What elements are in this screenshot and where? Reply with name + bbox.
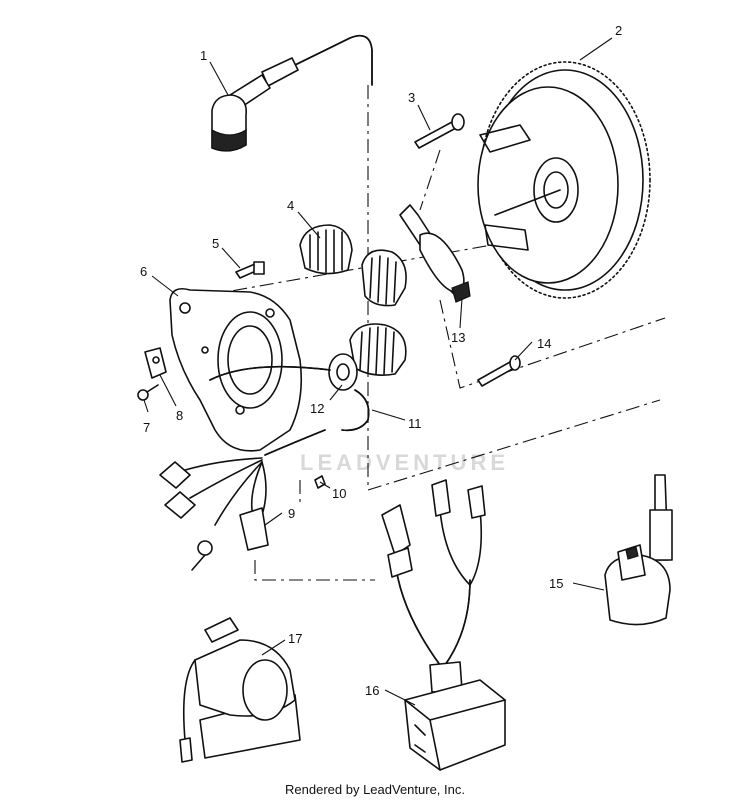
callout-5: 5 [212,236,219,251]
callout-6: 6 [140,264,147,279]
callout-10: 10 [332,486,346,501]
callout-12: 12 [310,401,324,416]
callout-1: 1 [200,48,207,63]
callout-17: 17 [288,631,302,646]
callout-9: 9 [288,506,295,521]
wire-harness [159,429,326,571]
flywheel [477,61,651,299]
grommet [209,353,370,432]
callout-4: 4 [287,198,294,213]
footer-credit: Rendered by LeadVenture, Inc. [285,782,465,797]
starter-solenoid [179,617,301,763]
callout-labels: 1 2 3 4 5 6 7 8 9 10 11 12 13 14 15 16 1… [140,23,622,698]
clamp-8 [144,347,167,379]
callout-16: 16 [365,683,379,698]
stator-plate [169,287,303,452]
callout-8: 8 [176,408,183,423]
callout-14: 14 [537,336,551,351]
ignition-coil [604,474,673,626]
callout-13: 13 [451,330,465,345]
screw-5 [235,261,265,279]
callout-11: 11 [408,416,422,431]
callout-15: 15 [549,576,563,591]
flywheel-bolt [414,113,465,149]
pulser-coil [399,204,471,303]
callout-2: 2 [615,23,622,38]
leader-lines [143,37,613,706]
stator-coils [299,224,407,376]
spark-plug-cap [211,34,373,152]
bolt-14 [477,355,521,387]
cdi-unit [381,479,506,771]
callout-3: 3 [408,90,415,105]
screw-7 [137,384,159,401]
callout-7: 7 [143,420,150,435]
watermark: LEADVENTURE [300,450,509,475]
